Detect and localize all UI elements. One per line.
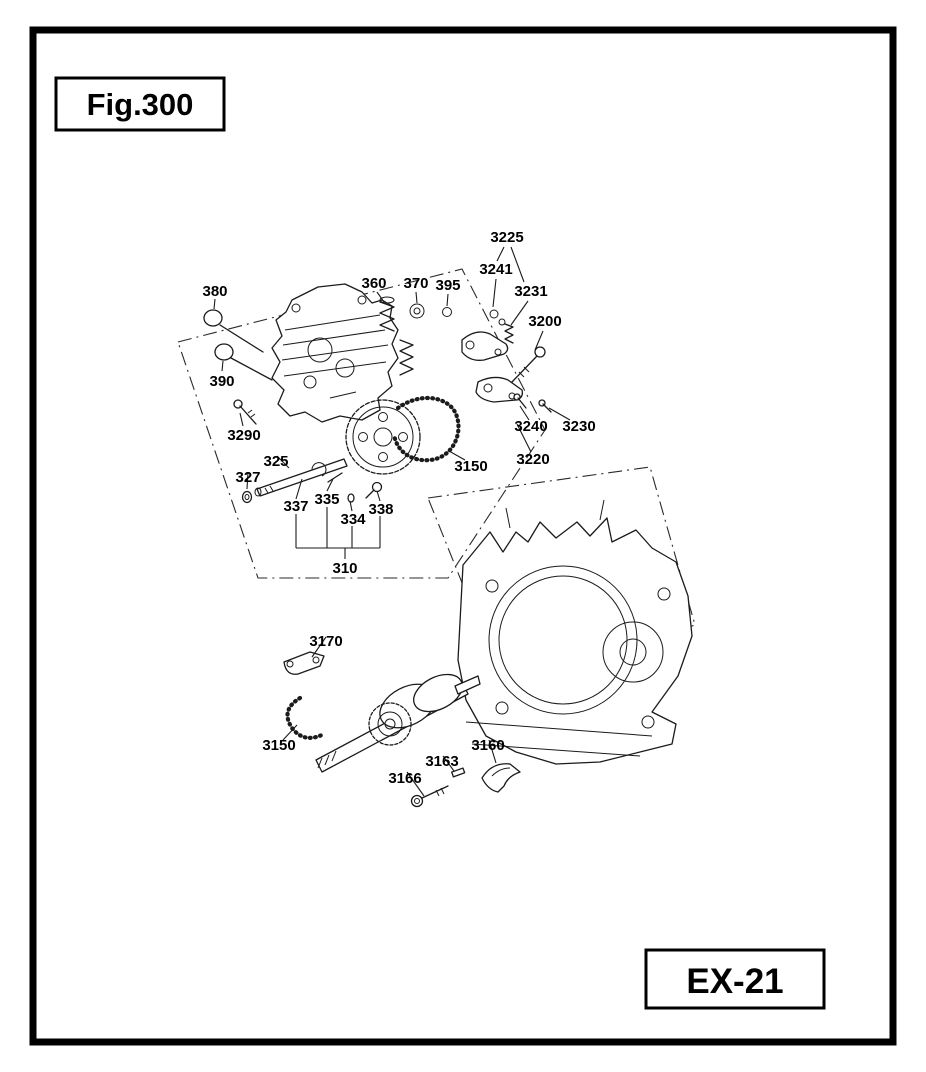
part-label-3163: 3163: [425, 753, 458, 770]
leader-lines: [213, 246, 571, 797]
part-label-337: 337: [283, 498, 308, 515]
part-label-370: 370: [403, 275, 428, 292]
part-label-335: 335: [314, 491, 339, 508]
part-label-3150-lower: 3150: [262, 737, 295, 754]
part-label-3200: 3200: [528, 313, 561, 330]
part-label-325: 325: [263, 453, 288, 470]
figure-label-box: Fig.300: [54, 76, 226, 132]
part-label-395: 395: [435, 277, 460, 294]
governor-lever-drawing: [283, 651, 325, 675]
figure-label: Fig.300: [87, 87, 194, 122]
crankcase-drawing: [457, 499, 693, 765]
part-label-3160: 3160: [471, 737, 504, 754]
crankshaft-drawing: [315, 673, 481, 773]
cylinder-head-drawing: [271, 283, 399, 423]
part-label-3241: 3241: [479, 261, 512, 278]
part-label-3231: 3231: [514, 283, 547, 300]
page-border: [29, 26, 897, 1046]
timing-chain-upper-drawing: [391, 395, 461, 463]
valve-spring-drawing: [379, 296, 452, 376]
page-code-box: EX-21: [644, 948, 826, 1010]
part-label-3166: 3166: [388, 770, 421, 787]
part-label-334: 334: [340, 511, 366, 528]
part-label-338: 338: [368, 501, 393, 518]
timing-chain-lower-drawing: [285, 695, 327, 740]
bolt-3290-drawing: [233, 399, 257, 425]
cam-gear-drawing: [345, 399, 421, 475]
part-label-3230: 3230: [562, 418, 595, 435]
page-code: EX-21: [686, 962, 783, 1001]
assembly-boundary-upper: [177, 268, 546, 579]
rocker-cluster-drawing: [461, 309, 552, 413]
governor-fork-drawing: [410, 763, 521, 808]
part-label-380: 380: [202, 283, 227, 300]
part-label-3220: 3220: [516, 451, 549, 468]
part-label-3225: 3225: [490, 229, 523, 246]
part-labels: 380 390 3290 360 370 395 3225 3241 3231 …: [202, 229, 595, 787]
part-label-3290: 3290: [227, 427, 260, 444]
part-label-327: 327: [235, 469, 260, 486]
part-label-3170: 3170: [309, 633, 342, 650]
part-label-360: 360: [361, 275, 386, 292]
part-label-3240: 3240: [514, 418, 547, 435]
part-label-390: 390: [209, 373, 234, 390]
rocker-shaft-drawing: [241, 458, 383, 504]
valve-drawing: [203, 309, 273, 381]
part-label-310: 310: [332, 560, 357, 577]
part-label-3150-upper: 3150: [454, 458, 487, 475]
